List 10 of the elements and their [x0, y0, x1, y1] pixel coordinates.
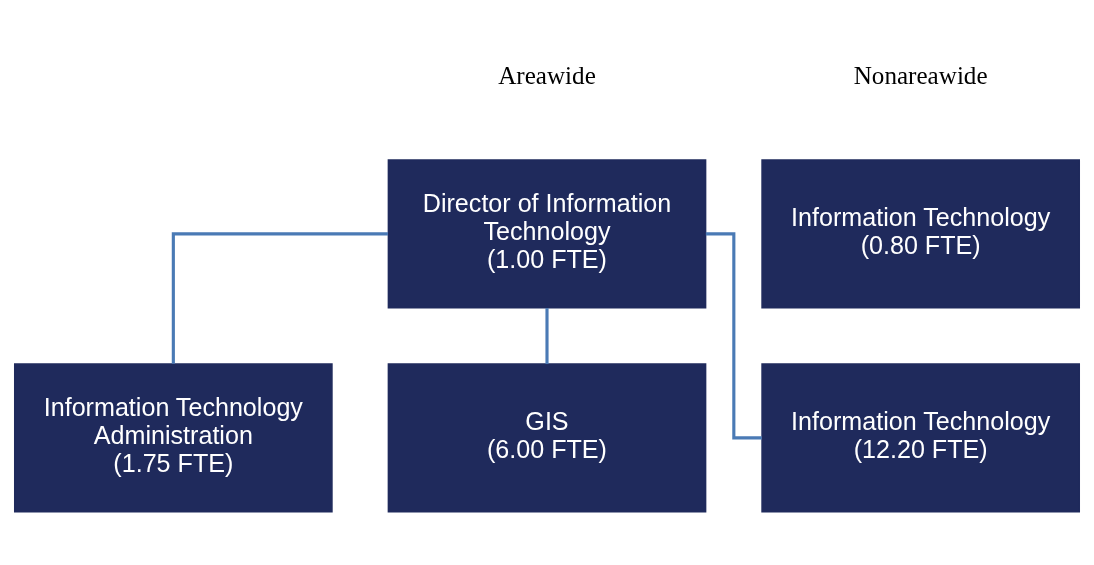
connector [705, 232, 762, 440]
node-box: Information Technology Administration (1.75 FTE) [14, 363, 333, 513]
node-box: Director of Information Technology (1.00 FTE) [387, 159, 707, 309]
label: Nonareawide [853, 62, 988, 90]
node-box: GIS (6.00 FTE) [387, 363, 707, 513]
node-box: Information Technology (12.20 FTE) [761, 363, 1080, 513]
connector [545, 308, 549, 365]
node-box: Information Technology (0.80 FTE) [761, 159, 1080, 309]
label: Areawide [498, 62, 596, 90]
connector [171, 232, 388, 364]
